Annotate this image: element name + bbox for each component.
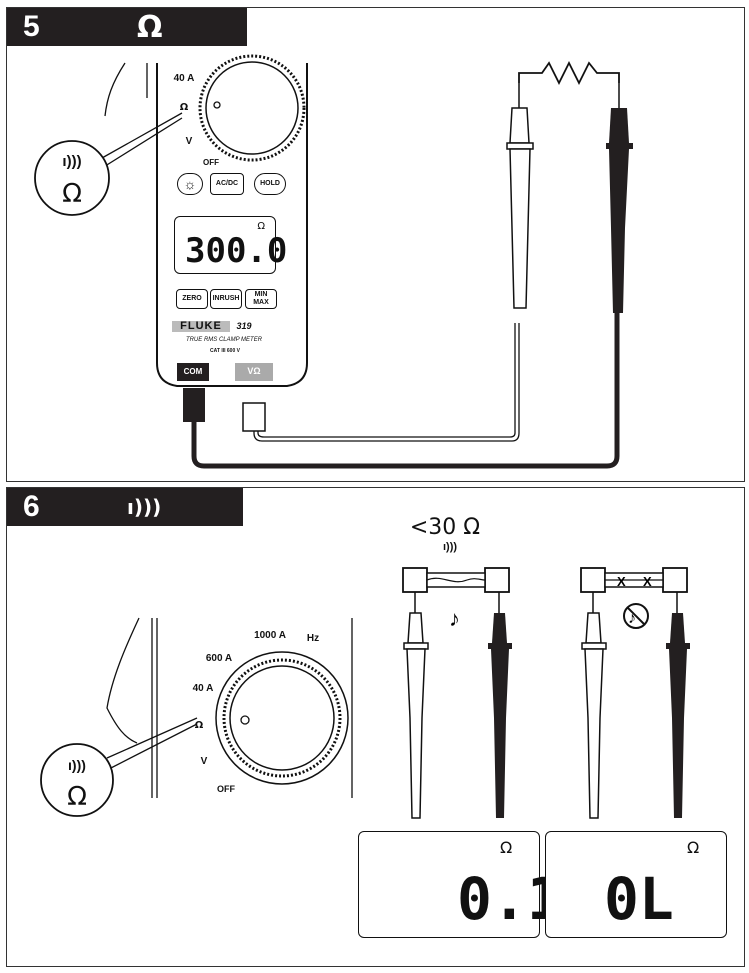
dial-pointer	[240, 715, 250, 725]
step-5-number: 5	[23, 10, 40, 43]
acdc-button[interactable]: AC/DC	[210, 173, 244, 195]
threshold-continuity-icon: ı)))	[442, 541, 458, 553]
display-left-value: 0.1	[457, 865, 562, 933]
callout-circle	[34, 140, 110, 216]
dial-label-ohm: Ω	[194, 720, 204, 731]
fuse2-right-cap	[662, 567, 688, 593]
com-jack-label: COM	[183, 367, 203, 376]
backlight-button[interactable]: ☼	[177, 173, 203, 195]
callout-continuity-icon: ı)))	[62, 153, 82, 170]
display-left-unit: Ω	[500, 838, 513, 857]
break-x-2: X	[643, 574, 652, 589]
display-value: 300.0	[185, 231, 288, 271]
step-5-illustration	[34, 54, 633, 469]
hand-outline	[104, 62, 126, 117]
display-continuity-open: Ω 0L	[545, 831, 727, 938]
display-continuity-good: Ω 0.1	[358, 831, 562, 938]
zero-button[interactable]: ZERO	[176, 289, 208, 309]
step-6-symbol: ı)))	[127, 495, 162, 519]
dial-label-off: OFF	[217, 784, 235, 794]
svg-text:♪: ♪	[628, 610, 636, 627]
meter-display: Ω 300.0	[174, 216, 287, 274]
dial-label-hz: Hz	[306, 633, 320, 644]
brand-logo: FLUKE	[172, 321, 230, 332]
rotary-dial	[229, 665, 335, 771]
hold-button[interactable]: HOLD	[254, 173, 286, 195]
inrush-button[interactable]: INRUSH	[210, 289, 242, 309]
beep-note-icon: ♪	[449, 606, 460, 631]
dial-label-1000a: 1000 A	[254, 630, 286, 641]
callout-continuity-icon: ı)))	[68, 757, 86, 773]
com-jack-bg	[177, 363, 209, 381]
display-right-value: 0L	[604, 865, 674, 933]
display-unit: Ω	[257, 221, 265, 232]
step-5-header: 5 Ω	[7, 8, 247, 46]
step-5-symbol: Ω	[137, 9, 163, 45]
step-5-panel: 5 Ω	[6, 7, 745, 482]
dial-pointer	[213, 101, 221, 109]
callout-circle	[40, 743, 114, 817]
black-probe-1	[492, 613, 507, 643]
vohm-jack-label: VΩ	[247, 366, 261, 376]
black-probe-handle	[609, 149, 629, 313]
model-number: 319	[236, 321, 252, 331]
step-6-number: 6	[23, 490, 40, 523]
callout-ohm-symbol: Ω	[62, 179, 82, 209]
dial-label-40a: 40 A	[192, 683, 214, 694]
fuse-right-cap	[484, 567, 510, 593]
dial-label-off: OFF	[203, 158, 219, 167]
black-lead-cable	[191, 313, 620, 469]
com-plug	[183, 388, 205, 422]
black-probe-2	[670, 613, 685, 643]
hand-outline	[106, 617, 140, 744]
dial-label-volt: V	[200, 756, 208, 767]
dial-label-600a: 600 A	[205, 653, 233, 664]
rotary-dial	[205, 61, 299, 155]
white-probe-tip	[509, 107, 530, 144]
resistor-symbol	[518, 60, 620, 86]
minmax-button[interactable]: MIN MAX	[245, 289, 277, 309]
white-lead-cable	[253, 323, 520, 442]
fuse2-left-cap	[580, 567, 606, 593]
continuity-threshold: <30 Ω	[409, 515, 481, 540]
dial-label-40a: 40 A	[173, 73, 195, 84]
step-6-header: 6 ı)))	[7, 488, 243, 526]
display-right-unit: Ω	[687, 838, 700, 857]
break-x-1: X	[617, 574, 626, 589]
dial-label-volt: V	[185, 136, 193, 147]
vohm-jack-bg	[235, 363, 273, 381]
step-6-illustration: ♪ X X ♪	[40, 567, 690, 819]
vohm-plug	[242, 402, 266, 432]
white-probe-2	[585, 612, 602, 644]
dial-label-ohm: Ω	[179, 102, 189, 113]
white-probe-handle	[509, 148, 531, 309]
fuse-body-good	[426, 572, 486, 588]
black-probe-tip	[609, 108, 629, 143]
callout-ohm-symbol: Ω	[67, 782, 87, 812]
meter-subtitle: TRUE RMS CLAMP METER	[185, 337, 263, 343]
white-probe-1	[407, 612, 424, 644]
fuse-left-cap	[402, 567, 428, 593]
step-6-panel: 6 ı))) ♪	[6, 487, 745, 967]
cat-rating: CAT III 600 V	[210, 348, 240, 354]
